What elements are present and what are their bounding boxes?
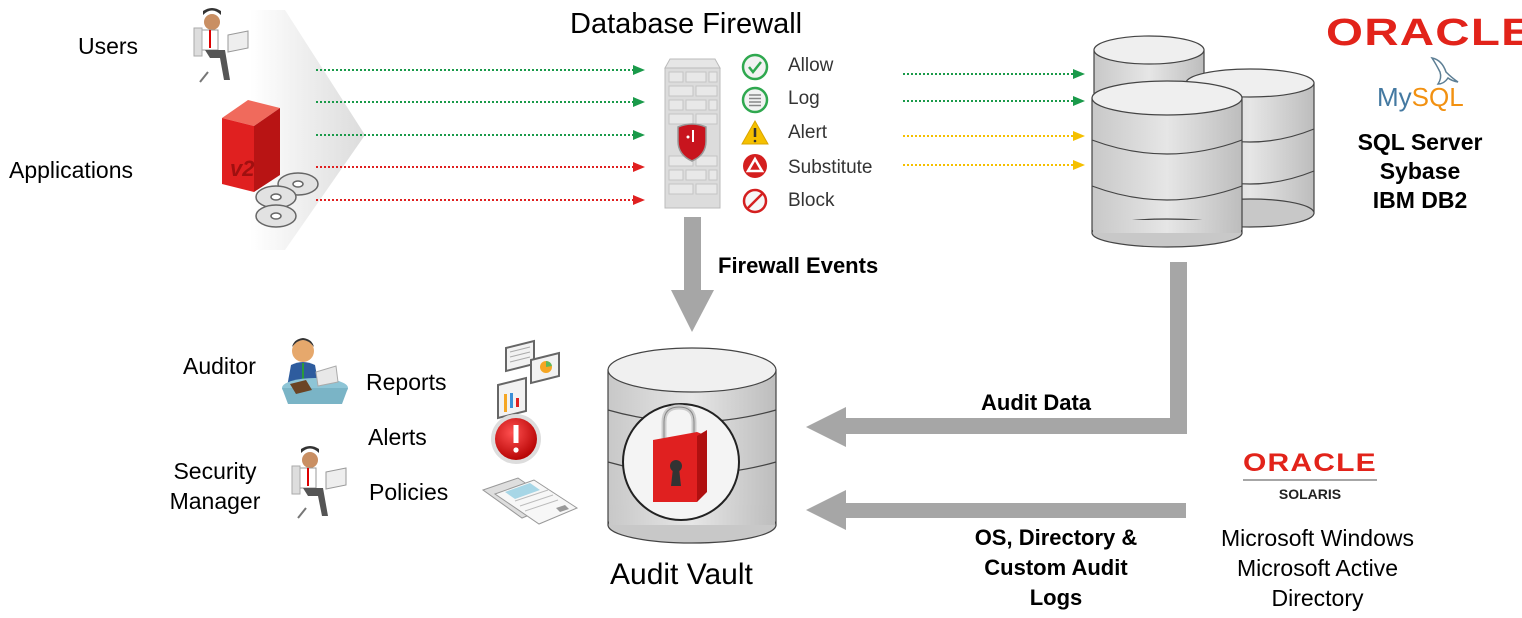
mysql-logo-sql: SQL <box>1411 82 1464 112</box>
action-substitute-label: Substitute <box>788 157 873 178</box>
audit-vault-label: Audit Vault <box>610 558 753 591</box>
log-list-icon <box>741 86 769 114</box>
firewall-events-label: Firewall Events <box>718 253 879 278</box>
action-allow-label: Allow <box>788 55 834 76</box>
audit-data-label: Audit Data <box>981 390 1091 415</box>
os-source-windows: Microsoft Windows <box>1221 525 1414 551</box>
inbound-arrow-arrowhead-3 <box>633 130 645 140</box>
firewall-tower-icon <box>664 58 721 209</box>
database-ibm-db2: IBM DB2 <box>1372 187 1468 213</box>
inbound-arrow-arrowhead-4 <box>633 162 645 172</box>
database-sybase: Sybase <box>1379 158 1461 184</box>
action-log-label: Log <box>788 88 820 109</box>
substitute-icon <box>743 154 767 178</box>
oracle-logo: ORACLE <box>1326 12 1522 54</box>
block-icon <box>742 188 768 214</box>
audit-data-arrow <box>806 262 1187 447</box>
padlock-icon <box>622 403 740 521</box>
database-sql-server: SQL Server <box>1357 129 1483 155</box>
inbound-arrow-arrowhead-2 <box>633 97 645 107</box>
os-sources-list: Microsoft Windows Microsoft Active Direc… <box>1195 523 1440 613</box>
action-block-label: Block <box>788 190 835 211</box>
auditor-person-icon <box>282 338 348 404</box>
policies-document-icon <box>481 477 579 525</box>
alert-warning-icon <box>741 119 769 145</box>
os-logs-line-3: Logs <box>1029 585 1083 610</box>
allow-check-icon <box>741 53 769 81</box>
inbound-arrow-arrowhead-5 <box>633 195 645 205</box>
outbound-arrow-arrowhead-3 <box>1073 131 1085 141</box>
outbound-arrow-arrowhead-1 <box>1073 69 1085 79</box>
os-logs-arrow <box>806 490 1186 530</box>
security-manager-line-2: Manager <box>169 488 261 514</box>
applications-label: Applications <box>9 157 134 183</box>
action-alert-label: Alert <box>788 122 828 143</box>
os-logs-line-1: OS, Directory & <box>974 525 1138 550</box>
os-logs-label: OS, Directory & Custom Audit Logs <box>946 523 1166 613</box>
inbound-arrow-arrowhead-1 <box>633 65 645 75</box>
database-cluster-icon <box>1091 35 1315 248</box>
reports-screens-icon <box>497 339 560 420</box>
mysql-logo-my: My <box>1377 82 1412 112</box>
discs-icon <box>255 172 319 228</box>
os-logs-line-2: Custom Audit <box>984 555 1128 580</box>
security-manager-line-1: Security <box>173 458 257 484</box>
alerts-exclamation-icon <box>491 414 541 464</box>
outbound-arrows <box>903 69 1085 170</box>
outbound-arrow-arrowhead-4 <box>1073 160 1085 170</box>
output-alerts-label: Alerts <box>368 424 427 450</box>
users-label: Users <box>78 33 139 59</box>
svg-text:v2: v2 <box>230 156 255 181</box>
firewall-events-arrow <box>671 217 714 332</box>
mysql-dolphin-icon <box>1430 56 1459 85</box>
application-box-icon: v2 <box>222 100 280 192</box>
oracle-solaris-logo: ORACLE <box>1243 449 1377 477</box>
auditor-label: Auditor <box>183 353 256 379</box>
solaris-label: SOLARIS <box>1278 486 1342 502</box>
outbound-arrow-arrowhead-2 <box>1073 96 1085 106</box>
os-source-active-directory-2: Directory <box>1271 585 1364 611</box>
output-reports-label: Reports <box>366 369 447 395</box>
os-source-active-directory-1: Microsoft Active <box>1236 555 1399 581</box>
inbound-arrows <box>316 65 645 205</box>
firewall-title: Database Firewall <box>570 8 803 40</box>
security-manager-label: Security Manager <box>160 456 270 516</box>
mysql-logo: MySQL <box>1377 82 1464 113</box>
database-list: SQL Server Sybase IBM DB2 <box>1330 128 1510 215</box>
users-person-icon <box>193 8 249 83</box>
security-manager-person-icon <box>291 446 347 519</box>
output-policies-label: Policies <box>369 479 449 505</box>
